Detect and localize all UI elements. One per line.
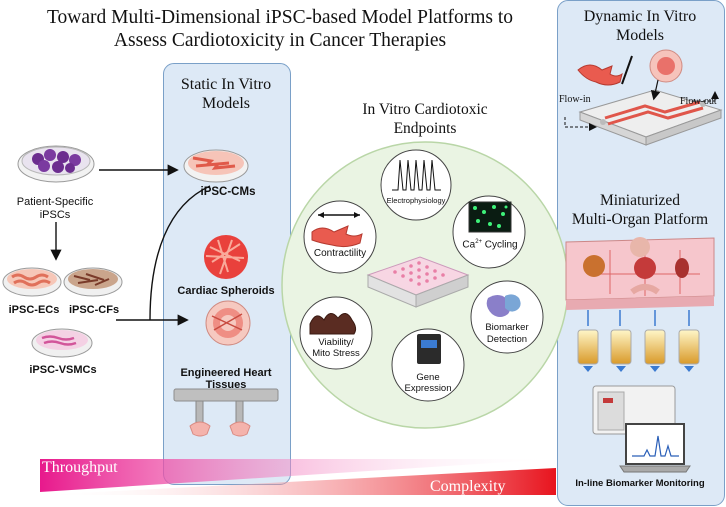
dynamic-title-line-2: Models — [616, 27, 664, 44]
title-line-2: Assess Cardiotoxicity in Cancer Therapie… — [113, 30, 447, 51]
engineered-heart-tissue-icon — [205, 300, 251, 346]
viability-label: Viability/ Mito Stress — [302, 337, 370, 359]
ipsc-vsmcs-label: iPSC-VSMCs — [29, 364, 97, 376]
mo-title-line-1: Miniaturized — [599, 192, 681, 209]
ca-suffix: Cycling — [482, 239, 518, 251]
dynamic-cardiomyocyte-icon — [577, 64, 623, 86]
electrophysiology-bubble — [380, 149, 452, 221]
patient-line-2: iPSCs — [39, 209, 71, 221]
viability-line-1: Viability/ — [318, 337, 354, 348]
contractility-label: Contractility — [313, 248, 367, 259]
heart-icon — [634, 257, 656, 279]
kidney-icon — [675, 258, 689, 278]
complexity-label: Complexity — [430, 478, 506, 495]
endpoints-title-line-2: Endpoints — [393, 120, 457, 137]
analyzer-instrument-icon — [592, 385, 676, 435]
calcium-cycling-label: Ca2+ Cycling — [455, 239, 525, 250]
dynamic-title-line-1: Dynamic In Vitro — [583, 8, 697, 25]
flow-in-label: Flow-in — [559, 94, 591, 105]
multi-organ-title: Miniaturized Multi-Organ Platform — [557, 191, 723, 229]
ipsc-ecs-label: iPSC-ECs — [8, 304, 60, 316]
ipsc-vsmc-dish-icon — [31, 328, 93, 358]
liver-icon — [583, 255, 605, 277]
cardiac-spheroid-icon — [204, 235, 248, 279]
biomarker-label: Biomarker Detection — [472, 322, 542, 346]
complexity-gradient — [40, 468, 556, 495]
title-line-1: Toward Multi-Dimensional iPSC-based Mode… — [46, 7, 514, 28]
throughput-gradient — [40, 459, 556, 492]
biomarker-line-1: Biomarker — [485, 322, 529, 333]
well-plate-icon — [366, 256, 470, 308]
ipsc-ec-dish-icon — [2, 267, 62, 297]
cardiac-spheroids-label: Cardiac Spheroids — [177, 285, 275, 297]
patient-line-1: Patient-Specific — [16, 196, 94, 208]
gene-expression-bubble — [391, 328, 465, 402]
divider-slash — [621, 55, 633, 85]
microfluidic-chip-icon — [578, 89, 723, 146]
gene-expression-label: Gene Expression — [396, 372, 460, 394]
figure-title: Toward Multi-Dimensional iPSC-based Mode… — [10, 6, 550, 52]
ipsc-cms-label: iPSC-CMs — [200, 186, 256, 198]
mo-title-line-2: Multi-Organ Platform — [571, 211, 709, 228]
action-potential-trace-icon — [392, 159, 441, 191]
ca-superscript: 2+ — [475, 239, 483, 245]
dynamic-models-title: Dynamic In Vitro Models — [557, 7, 723, 45]
endpoints-title-line-1: In Vitro Cardiotoxic — [362, 101, 488, 118]
ca-prefix: Ca — [462, 239, 476, 251]
patient-ipsc-dish-icon — [17, 145, 95, 183]
ipsc-cf-dish-icon — [63, 267, 123, 297]
flow-out-arrow — [693, 91, 719, 102]
gene-line-2: Expression — [404, 383, 452, 394]
laptop-chromatogram-icon — [619, 423, 691, 473]
flow-in-arrow — [564, 117, 597, 131]
engineered-heart-tissues-label: Engineered Heart Tissues — [180, 367, 272, 391]
sample-tubes-icon — [577, 310, 700, 372]
patient-ipsc-label: Patient-Specific iPSCs — [14, 196, 96, 222]
qpcr-machine-icon — [417, 334, 441, 364]
viability-line-2: Mito Stress — [312, 348, 360, 359]
static-models-title: Static In Vitro Models — [163, 75, 289, 113]
mitochondria-stress-icon — [309, 313, 357, 335]
ipsc-cfs-label: iPSC-CFs — [68, 304, 120, 316]
flow-out-label: Flow-out — [680, 96, 717, 107]
eht-post-device-icon — [173, 388, 279, 437]
cardiomyocyte-icon — [311, 225, 363, 248]
electrophysiology-label: Electrophysiology — [386, 196, 446, 205]
ipsc-cm-dish-icon — [183, 149, 249, 183]
multi-organ-platform-icon — [565, 237, 715, 310]
intestine-icon — [630, 284, 660, 295]
static-title-line-1: Static In Vitro — [180, 76, 272, 93]
gene-line-1: Gene — [416, 372, 440, 383]
brain-icon — [630, 237, 650, 257]
biomarker-line-2: Detection — [486, 334, 528, 345]
static-title-line-2: Models — [202, 95, 250, 112]
endpoints-title: In Vitro Cardiotoxic Endpoints — [330, 100, 520, 138]
connector-cms-to-ehts — [149, 185, 211, 321]
throughput-label: Throughput — [42, 459, 118, 476]
protein-icon — [486, 295, 511, 317]
inline-monitoring-label: In-line Biomarker Monitoring — [575, 478, 705, 489]
